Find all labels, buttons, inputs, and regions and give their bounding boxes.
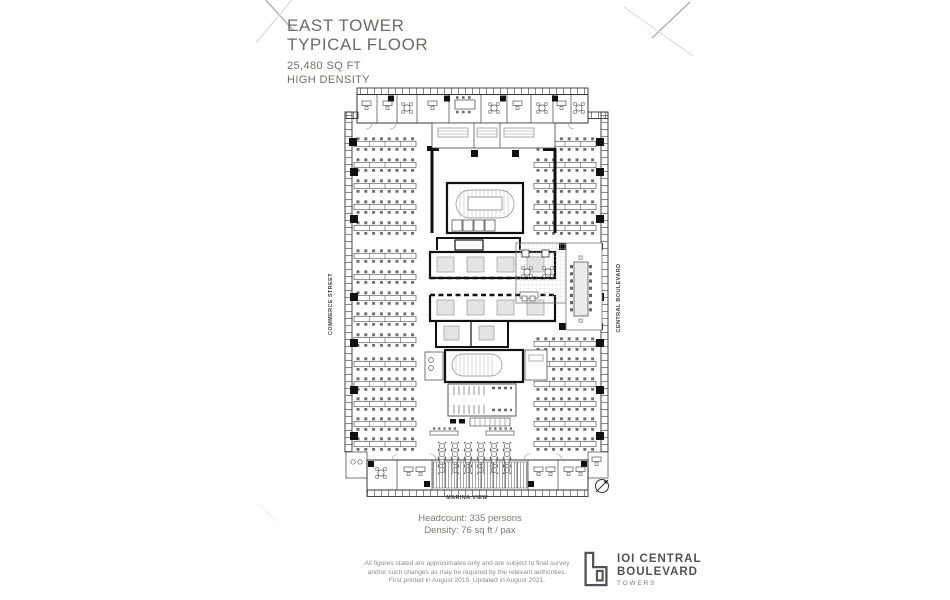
logo-name-line3: TOWERS <box>617 580 657 587</box>
north-compass-icon <box>595 479 609 493</box>
diagonal-fold-mark-top-right <box>623 1 694 57</box>
diagonal-fold-mark-top-left <box>255 0 294 44</box>
street-label-bottom: MARINA VIEW <box>446 495 488 501</box>
disclaimer-line2: and/or such changes as may be required b… <box>367 568 567 576</box>
logo-name-line2: BOULEVARD <box>617 565 698 578</box>
page-title-line2: TYPICAL FLOOR <box>287 35 429 54</box>
cafe-area <box>429 427 515 475</box>
disclaimer-line1: All figures stated are approximates only… <box>364 560 570 567</box>
logo: IOI CENTRAL BOULEVARD TOWERS <box>583 551 701 587</box>
floor-area: 25,480 SQ FT <box>287 60 361 72</box>
logo-name-line1: IOI CENTRAL <box>617 553 702 565</box>
density-class: HIGH DENSITY <box>287 73 371 86</box>
open-office-left <box>352 137 418 451</box>
towers-building-icon <box>584 551 608 587</box>
disclaimer-line3: First printed in August 2019. Updated in… <box>388 577 546 585</box>
street-label-right: CENTRAL BOULEVARD <box>616 263 622 333</box>
density-value: Density: 76 sq ft / pax <box>424 525 516 536</box>
stats-block: Headcount: 335 persons Density: 76 sq ft… <box>320 513 620 537</box>
logo-text: IOI CENTRAL BOULEVARD TOWERS <box>617 551 701 587</box>
title-block: EAST TOWER TYPICAL FLOOR 25,480 SQ FT HI… <box>287 16 428 87</box>
headcount-value: Headcount: 335 persons <box>418 513 522 524</box>
disclaimer-block: All figures stated are approximates only… <box>317 560 617 586</box>
diagonal-fold-mark-bottom-left <box>257 503 277 522</box>
page-title-line1: EAST TOWER <box>287 16 405 35</box>
street-label-left: COMMERCE STREET <box>328 273 334 335</box>
